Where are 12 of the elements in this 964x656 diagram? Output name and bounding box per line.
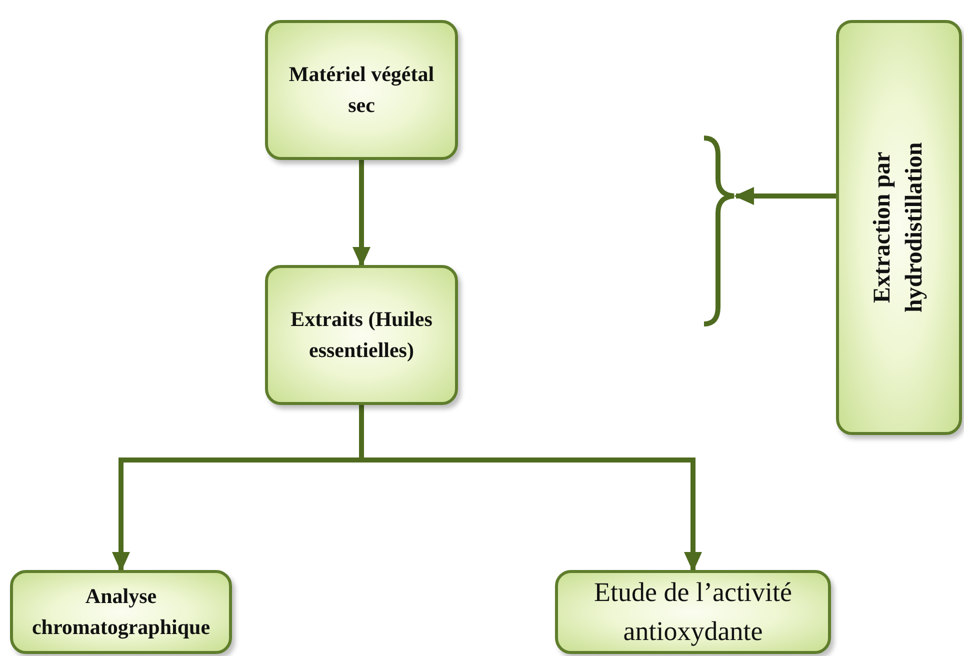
box-label: Extraction par hydrodistillation [868, 142, 929, 313]
process-box [555, 570, 831, 654]
process-box [10, 570, 232, 654]
process-box [265, 20, 458, 160]
box-label: Extraits (Huiles essentielles) [290, 306, 434, 364]
arrow [734, 187, 836, 205]
arrow [352, 160, 370, 267]
process-box [265, 265, 458, 405]
process-box [836, 20, 962, 435]
box-label: Matériel végétal sec [288, 60, 436, 119]
box-label: Analyse chromatographique [30, 582, 212, 641]
box-label: Etude de l’activité antioxydante [593, 576, 793, 648]
